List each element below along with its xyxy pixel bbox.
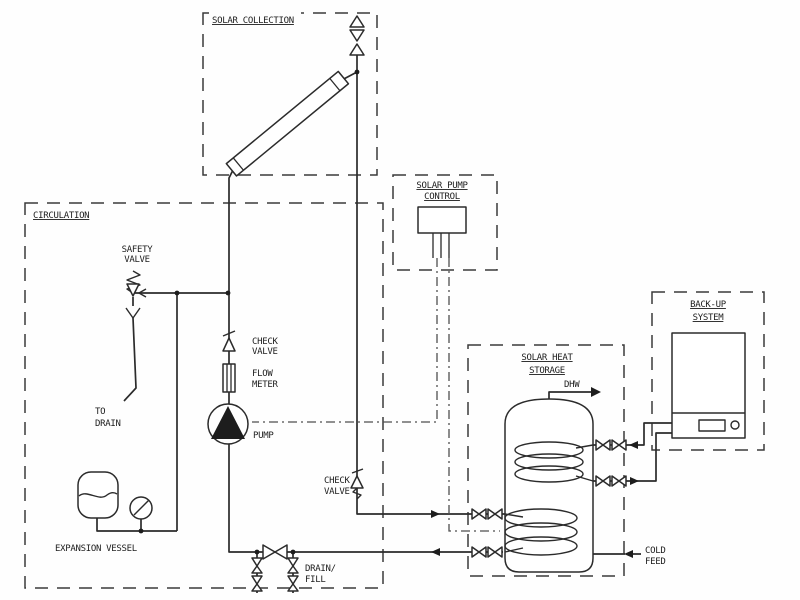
solar-pump-control-box <box>392 174 498 271</box>
label-back-up-system-1: BACK-UP <box>690 300 727 310</box>
label-check-valve-upper-1: CHECK <box>252 337 278 347</box>
label-check-valve-mid-1: CHECK <box>324 476 350 486</box>
circulation-box <box>24 202 384 589</box>
back-up-system-box <box>651 291 765 451</box>
check-valve-upper-icon <box>222 330 236 352</box>
label-safety-valve-1: SAFETY <box>122 245 154 255</box>
check-valve-mid-icon <box>350 468 364 500</box>
label-cold-feed-1: COLD <box>645 546 665 556</box>
label-to-drain-2: DRAIN <box>95 419 121 429</box>
label-solar-pump-control-1: SOLAR PUMP <box>416 181 468 191</box>
label-solar-heat-storage-1: SOLAR HEAT <box>521 353 573 363</box>
safety-valve-icon <box>126 270 147 298</box>
pipe-solar-supply <box>356 72 505 515</box>
control-wiring <box>252 233 500 532</box>
labels: SOLAR COLLECTION CIRCULATION SOLAR PUMP … <box>33 16 727 585</box>
label-back-up-system-2: SYSTEM <box>693 313 725 323</box>
label-dhw: DHW <box>564 380 580 390</box>
title-mask <box>514 346 580 378</box>
valve-pair-return-icon <box>471 546 503 558</box>
valve-pair-boiler-supply-icon <box>595 439 627 451</box>
arrow-dhw-right <box>591 387 601 397</box>
gate-valve-icon <box>262 544 288 560</box>
pipe-junction-dots <box>138 69 360 555</box>
control-wire-pump <box>252 258 438 423</box>
title-mask <box>209 8 301 28</box>
label-flow-meter-1: FLOW <box>252 369 273 379</box>
solar-collector-panel <box>225 70 350 177</box>
pipe-dhw-outlet <box>548 391 592 399</box>
control-wire-tank-sensor <box>448 258 500 532</box>
label-circulation: CIRCULATION <box>33 211 89 221</box>
pipe-boiler-return <box>593 432 672 482</box>
boiler-icon <box>671 332 746 439</box>
arrow-boiler-return-right <box>630 477 639 485</box>
label-flow-meter-2: METER <box>252 380 278 390</box>
storage-tank <box>504 398 594 573</box>
controller-unit-icon <box>417 206 467 234</box>
title-mask <box>410 176 474 204</box>
arrow-supply-right <box>431 510 440 518</box>
label-safety-valve-2: VALVE <box>124 255 150 265</box>
label-check-valve-upper-2: VALVE <box>252 347 278 357</box>
label-expansion-vessel: EXPANSION VESSEL <box>55 544 137 554</box>
label-check-valve-mid-2: VALVE <box>324 487 350 497</box>
arrow-return-left <box>431 548 440 556</box>
system-boxes <box>24 8 765 589</box>
flow-arrows <box>431 387 639 558</box>
solar-collection-box <box>202 12 378 176</box>
pump-icon <box>207 403 249 445</box>
valve-pair-supply-icon <box>471 508 503 520</box>
label-to-drain-1: TO <box>95 407 105 417</box>
coil-upper-icon <box>514 441 594 483</box>
label-drain-fill-2: FILL <box>305 575 325 585</box>
arrow-cold-feed-left <box>624 550 633 558</box>
arrow-boiler-supply-left <box>629 441 638 449</box>
label-solar-pump-control-2: CONTROL <box>424 192 460 202</box>
label-cold-feed-2: FEED <box>645 557 665 567</box>
pipe-vessel-link <box>96 517 177 532</box>
expansion-vessel-icon <box>77 471 119 519</box>
label-solar-collection: SOLAR COLLECTION <box>212 16 294 26</box>
pipe-boiler-supply <box>593 422 672 446</box>
tundish-icon <box>125 307 141 319</box>
pipe-to-drain <box>123 317 137 402</box>
label-pump: PUMP <box>253 431 274 441</box>
label-solar-heat-storage-2: STORAGE <box>529 366 565 376</box>
pressure-gauge-icon <box>129 496 153 520</box>
label-drain-fill-1: DRAIN/ <box>305 564 336 574</box>
coil-lower-icon <box>504 508 578 556</box>
air-vent-icon <box>349 15 365 56</box>
flow-meter-icon <box>222 363 236 393</box>
drain-fill-valve-icons <box>251 557 299 592</box>
valve-pair-boiler-return-icon <box>595 475 627 487</box>
controller-stub-wires <box>432 233 450 258</box>
solar-heat-storage-box <box>467 344 625 577</box>
title-mask <box>29 205 93 222</box>
title-mask <box>684 293 732 326</box>
